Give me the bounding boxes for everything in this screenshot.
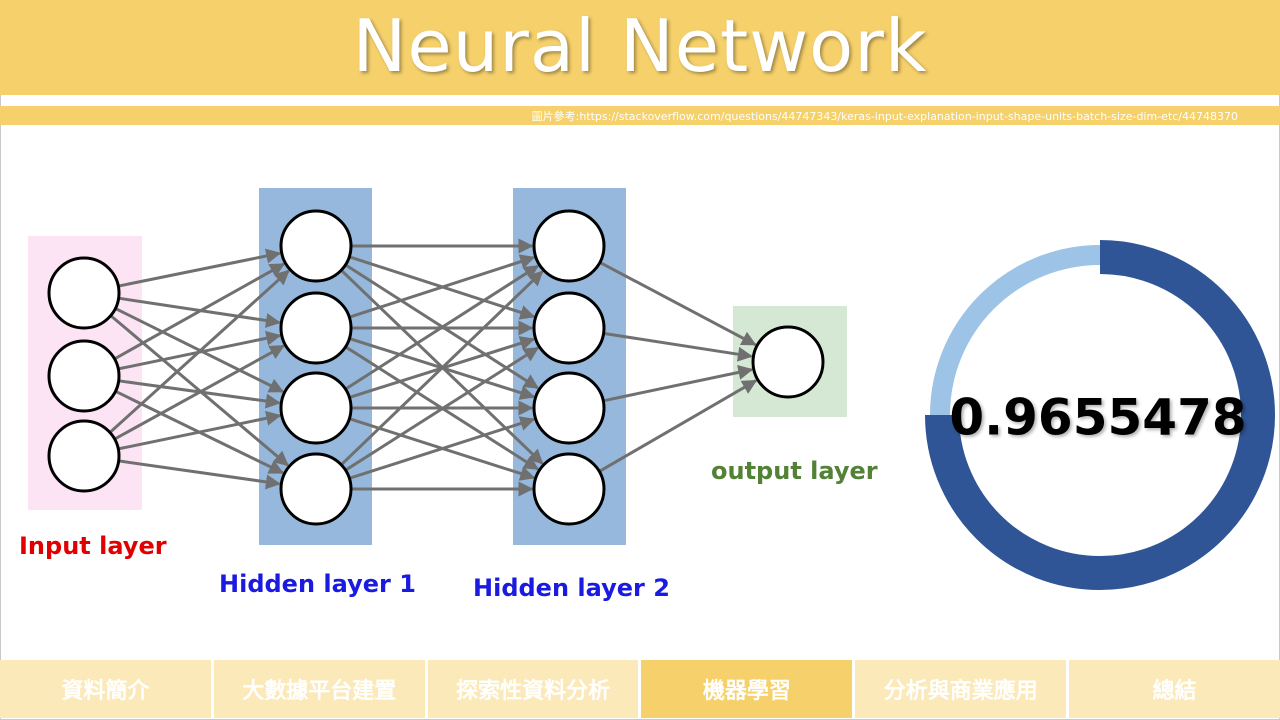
connection-edge xyxy=(602,365,754,403)
gauge-fill xyxy=(925,240,1275,590)
input-layer-label: Input layer xyxy=(19,532,167,560)
neuron-node xyxy=(279,291,353,365)
connection-edge xyxy=(598,379,758,473)
connection-edge xyxy=(340,270,544,466)
neuron-node xyxy=(47,256,121,330)
page-title: Neural Network xyxy=(352,4,928,88)
nav-item-exploratory-analysis[interactable]: 探索性資料分析 xyxy=(427,660,639,718)
connection-edge xyxy=(113,344,285,441)
neural-network-diagram: Input layer Hidden layer 1 Hidden layer … xyxy=(19,188,1275,602)
source-caption: 圖片參考:https://stackoverflow.com/questions… xyxy=(531,110,1238,123)
connection-edge xyxy=(348,254,536,319)
connection-edge xyxy=(344,264,540,391)
connection-edge xyxy=(117,410,282,451)
bottom-nav: 資料簡介 大數據平台建置 探索性資料分析 機器學習 分析與商業應用 總結 xyxy=(0,660,1280,718)
neuron-node xyxy=(532,291,606,365)
neuron-node xyxy=(279,371,353,445)
title-bar xyxy=(0,0,1280,95)
connection-edge xyxy=(603,331,753,362)
connection-edge xyxy=(348,416,536,480)
hidden-layer-2-label: Hidden layer 2 xyxy=(473,574,670,602)
connection-edge xyxy=(599,261,757,347)
connection-edge xyxy=(118,459,281,490)
neuron-node xyxy=(532,371,606,445)
output-layer-label: output layer xyxy=(711,457,878,485)
score-gauge: 0.9655478 xyxy=(925,240,1275,590)
neuron-node xyxy=(279,209,353,283)
neuron-node xyxy=(47,339,121,413)
nav-item-summary[interactable]: 總結 xyxy=(1069,660,1280,718)
neuron-node xyxy=(532,209,606,283)
connection-edge xyxy=(344,346,540,472)
source-bar xyxy=(0,106,1280,125)
neuron-node xyxy=(47,419,121,493)
neuron-node xyxy=(532,452,606,526)
nav-item-data-intro[interactable]: 資料簡介 xyxy=(0,660,211,718)
gauge-value: 0.9655478 xyxy=(949,389,1246,447)
connection-edge xyxy=(108,269,290,434)
connection-edge xyxy=(109,314,289,467)
nav-item-machine-learning[interactable]: 機器學習 xyxy=(641,660,853,718)
connection-edge xyxy=(118,248,282,288)
neuron-node xyxy=(279,452,353,526)
nav-item-big-data-platform[interactable]: 大數據平台建置 xyxy=(213,660,425,718)
nav-item-business-application[interactable]: 分析與商業應用 xyxy=(855,660,1067,718)
hidden-layer-1-label: Hidden layer 1 xyxy=(219,570,416,598)
connection-edges xyxy=(108,238,758,497)
connection-edge xyxy=(113,262,286,361)
neuron-nodes xyxy=(47,209,825,526)
neuron-node xyxy=(751,325,825,399)
